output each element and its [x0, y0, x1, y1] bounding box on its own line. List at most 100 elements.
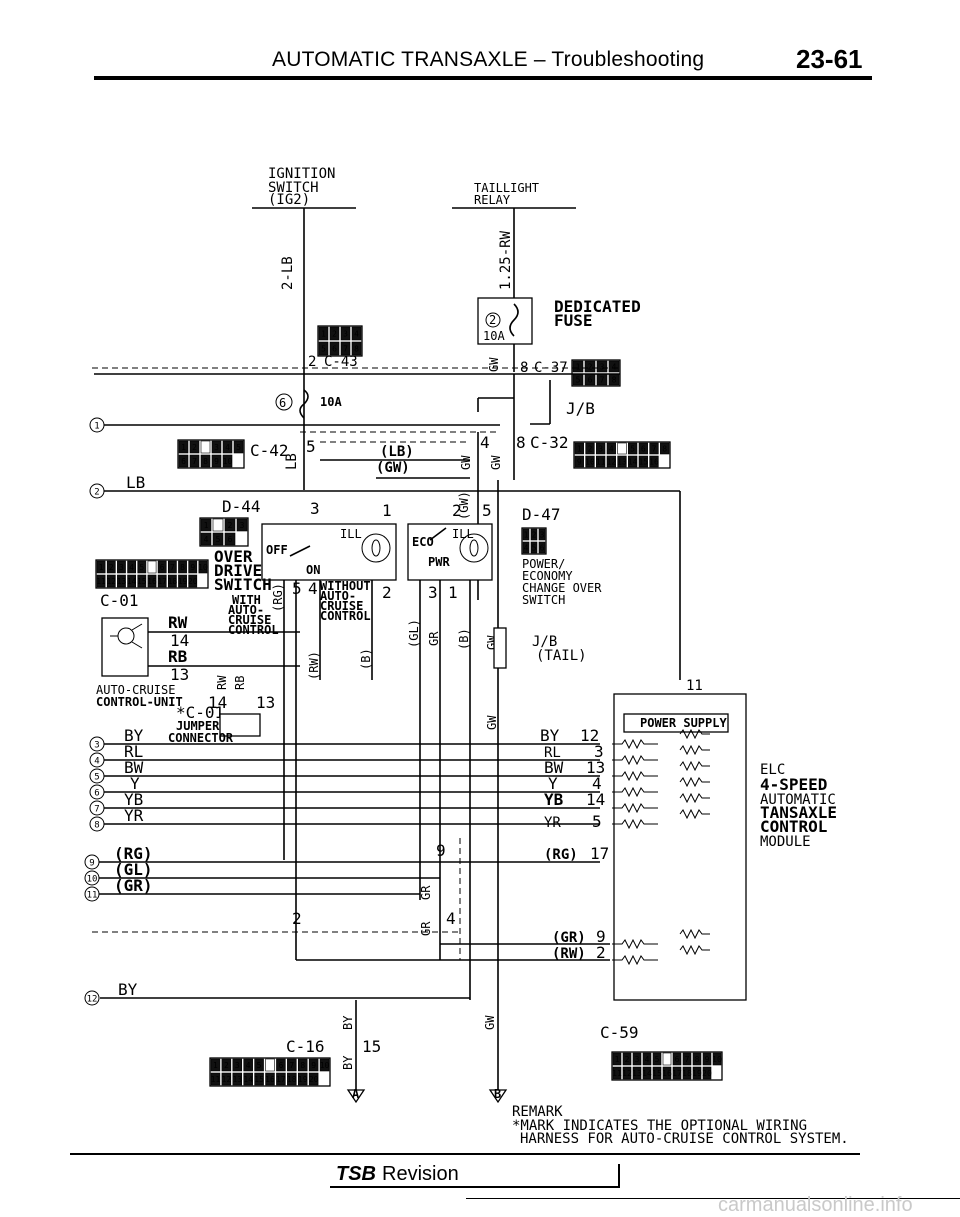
- connector-pin: [340, 341, 351, 356]
- connector-pin: [572, 360, 584, 373]
- connector-pin: [254, 1058, 264, 1072]
- connector-pin: [222, 440, 233, 454]
- connector-pin: [189, 440, 200, 454]
- od-label-3: SWITCH: [214, 575, 272, 594]
- connector-pin-label: 1: [181, 443, 186, 452]
- c01b-label: *C-01: [176, 703, 224, 722]
- v-label-rb: RB: [233, 676, 247, 690]
- connector-pin-label: 6: [641, 445, 646, 454]
- connector-pin-label: 7: [600, 376, 605, 385]
- circled-number: 7: [94, 805, 99, 815]
- c59-label: C-59: [600, 1023, 639, 1042]
- connector-pin: [632, 1052, 642, 1066]
- connector-pin-label: 11: [211, 1075, 221, 1084]
- connector-pin-label: 15: [652, 1069, 662, 1078]
- connector-pin: [200, 532, 212, 546]
- m-rg: (RG): [544, 847, 578, 863]
- wire-label-by12: BY: [118, 980, 138, 999]
- footer-rule: [70, 1153, 860, 1155]
- sig-gl: (GL): [114, 860, 153, 879]
- connector-pin-label: 9: [190, 563, 195, 572]
- connector-pin: [351, 341, 362, 356]
- connector-pin-label: 9: [705, 1055, 710, 1064]
- wire-label-lb2: LB: [126, 473, 145, 492]
- connector-pin: [232, 1072, 243, 1086]
- connector-pin: [157, 560, 167, 574]
- connector-pin-label: 2: [109, 563, 114, 572]
- connector-pin: [147, 560, 157, 574]
- ignition-label-1: IGNITION: [268, 166, 335, 182]
- pe-label-4: SWITCH: [522, 593, 565, 607]
- connector-pin: [233, 440, 244, 454]
- connector-pin: [106, 574, 116, 588]
- sig-yb: YB: [124, 790, 143, 809]
- jb-label: J/B: [566, 399, 595, 418]
- connector-pin: [265, 1058, 275, 1072]
- circled-number-ring: [89, 417, 105, 433]
- c43-pin: 2: [308, 354, 316, 370]
- resistor-symbol: [679, 944, 710, 956]
- connector-pin-label: 5: [216, 535, 221, 544]
- connector-pin: [178, 454, 189, 468]
- connector-pin: [287, 1058, 297, 1072]
- od-contact: [289, 545, 311, 557]
- connector-pin: [642, 1066, 652, 1080]
- connector-pin-label: 18: [168, 577, 178, 586]
- wire-label-gw-6: GW: [483, 1015, 497, 1030]
- m-yr: YR: [544, 815, 561, 831]
- fuse6-amp: 10A: [320, 395, 342, 409]
- connector-pin: [297, 1072, 308, 1086]
- od-lamp: [361, 533, 391, 563]
- connector-pin: [596, 360, 608, 373]
- connector-pin-label: 7: [685, 1055, 690, 1064]
- v-label-gl: (GL): [407, 619, 421, 648]
- connector-pin: [232, 1058, 243, 1072]
- resistor-symbol: [679, 808, 710, 820]
- connector-pin-label: 5: [257, 1061, 262, 1070]
- resistor-symbol: [679, 928, 710, 940]
- connector-pin: [188, 574, 198, 588]
- resistor-symbol: [612, 754, 658, 766]
- connector-pin-label: 4: [246, 1061, 251, 1070]
- connector-pin: [617, 442, 627, 455]
- pe-lamp: [459, 533, 489, 563]
- elc-module-box: [613, 693, 747, 1001]
- v-label-bp: (B): [457, 628, 471, 650]
- pe-switch-box: [407, 523, 493, 581]
- connector-pin: [254, 1072, 264, 1086]
- connector-pin: [178, 574, 187, 588]
- connector-pin-label: 2: [588, 445, 593, 454]
- d47-pin5: 5: [482, 501, 492, 520]
- d44-pin3: 3: [310, 499, 320, 518]
- connector-pin: [200, 454, 211, 468]
- resistor-symbol: [612, 770, 658, 782]
- m-rl: RL: [544, 745, 561, 761]
- connector-pin: [662, 1052, 672, 1066]
- connector-pin-label: 12: [622, 1069, 632, 1078]
- sw-pin2: 2: [382, 583, 392, 602]
- connector-pin-label: 1: [321, 330, 326, 339]
- connector-pin: [574, 455, 584, 468]
- connector-pin: [287, 1072, 297, 1086]
- connector-pin-label: 16: [147, 577, 157, 586]
- pe-contact: [429, 527, 447, 541]
- sw-pin5: 5: [292, 579, 302, 598]
- connector-pin-label: 15: [254, 1075, 264, 1084]
- circled-number: 9: [89, 859, 94, 869]
- tsb-end: [618, 1164, 620, 1186]
- connector-pin: [628, 442, 638, 455]
- resistor-symbol: [679, 744, 710, 756]
- jp-13: 13: [256, 693, 275, 712]
- connector-pin: [538, 528, 546, 541]
- jumper-label-1: JUMPER: [176, 719, 220, 733]
- connector-pin: [127, 574, 137, 588]
- sig-bw: BW: [124, 758, 144, 777]
- resistor-symbol: [612, 802, 658, 814]
- arrow-b-symbol: [488, 1089, 508, 1104]
- c43-label: C-43: [324, 354, 358, 370]
- m-17: 17: [590, 844, 609, 863]
- acu-label-1: AUTO-CRUISE: [96, 683, 175, 697]
- circled-number-ring: [89, 800, 105, 816]
